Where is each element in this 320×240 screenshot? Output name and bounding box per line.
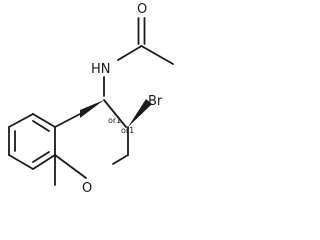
bond-ring-c4a-c5 (32, 113, 56, 128)
bromine-label: Br (148, 94, 163, 109)
bond-carbonyl-nitrogen (117, 45, 143, 61)
bond-aromatic-inner-3 (32, 151, 50, 163)
carbonyl-oxygen-label: O (137, 2, 147, 17)
bond-aromatic-inner-1 (32, 120, 50, 132)
bond-ring-c7-c8 (8, 154, 34, 170)
bond-carbonyl-methyl (140, 45, 174, 65)
chemical-structure: O HN Br O or1 or1 (8, 2, 174, 196)
pyran-ring (54, 99, 129, 179)
bond-ring-c8-c8a (32, 154, 56, 170)
bond-c2-ring-oxygen (112, 154, 129, 165)
bond-c4-c3 (103, 99, 127, 128)
bond-c3-bromine-wedge (128, 99, 152, 127)
bond-c4a-c4 (54, 113, 81, 128)
bond-ring-c5-c6 (8, 113, 34, 128)
c3-stereo-flag: or1 (121, 126, 134, 135)
bond-c8a-ring-oxygen (54, 154, 87, 179)
ring-oxygen-label: O (82, 181, 92, 196)
amide-nitrogen-label: HN (91, 62, 111, 77)
c4-stereo-flag: or1 (108, 116, 121, 125)
acetamide-group (103, 17, 174, 97)
benzene-ring (8, 113, 56, 186)
bond-c4-c4a-wedge (80, 100, 104, 118)
